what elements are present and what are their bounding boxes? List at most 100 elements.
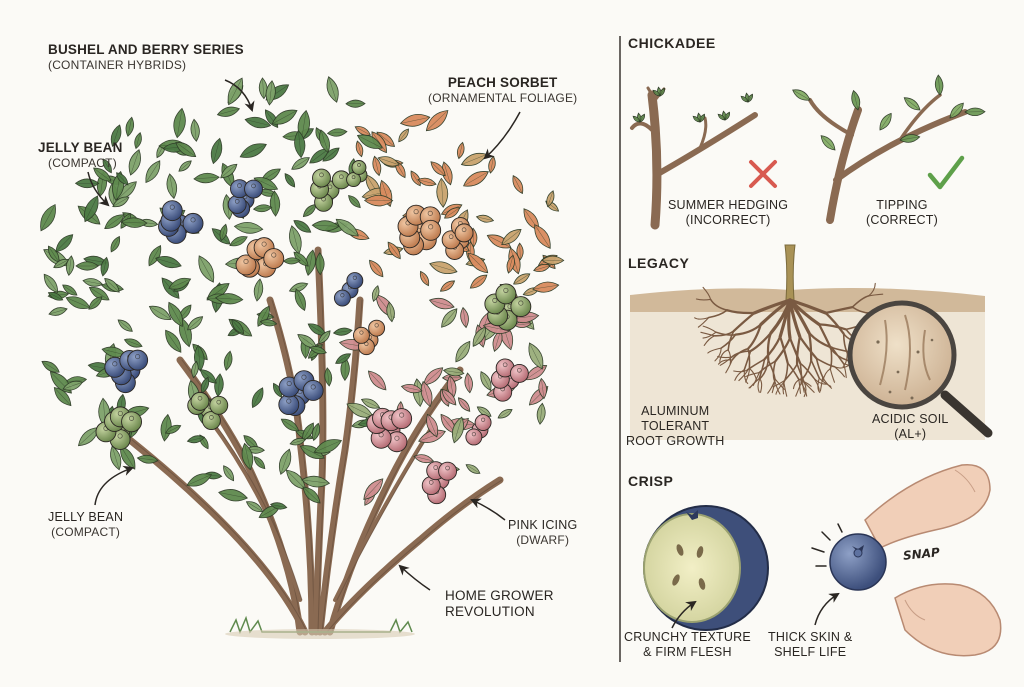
leaf xyxy=(104,214,125,229)
leaf xyxy=(360,398,381,409)
leaf xyxy=(332,327,353,336)
label-aluminum-line3: ROOT GROWTH xyxy=(626,434,725,448)
leaf xyxy=(399,113,431,127)
leaf xyxy=(464,372,473,394)
label-thick-skin: THICK SKIN & SHELF LIFE xyxy=(768,630,852,660)
leaf xyxy=(851,89,861,111)
leaf xyxy=(354,126,371,136)
leaf xyxy=(534,224,551,249)
leaf xyxy=(65,296,91,310)
leaf xyxy=(313,439,343,454)
leaf xyxy=(253,456,266,470)
leaf xyxy=(497,409,513,419)
leaf xyxy=(488,155,496,174)
leaf xyxy=(270,502,288,510)
leaf xyxy=(345,99,366,108)
crisp-panel-art xyxy=(643,463,1002,657)
leaf xyxy=(110,124,122,147)
label-jelly-bean-bottom-subtitle: (COMPACT) xyxy=(51,525,121,539)
leaf xyxy=(244,116,272,129)
leaf xyxy=(102,158,112,174)
leaf xyxy=(456,141,465,160)
leaf xyxy=(355,140,364,158)
leaf xyxy=(165,424,182,434)
leaf xyxy=(148,244,162,267)
berry-cluster xyxy=(490,358,529,402)
berry-cluster xyxy=(278,370,324,417)
berry-cluster xyxy=(346,160,368,188)
leaf xyxy=(77,427,100,447)
soil-surface xyxy=(630,288,985,312)
leaf xyxy=(467,252,489,274)
leaf xyxy=(528,342,544,370)
leaf xyxy=(41,360,60,373)
leaf xyxy=(265,80,276,106)
leaf xyxy=(288,282,309,293)
leaf xyxy=(294,288,306,312)
leaf xyxy=(899,134,921,143)
bush-leaves xyxy=(40,76,565,519)
leaf xyxy=(269,190,281,217)
leaf xyxy=(259,319,278,327)
leaf xyxy=(193,172,220,184)
leaf xyxy=(426,413,439,438)
section-title-chickadee: CHICKADEE xyxy=(628,35,716,51)
berry-cluster xyxy=(366,407,413,453)
leaf xyxy=(311,422,321,442)
leaf xyxy=(533,263,551,272)
summer-hedging-branch xyxy=(630,86,758,230)
chickadee-panel-art xyxy=(630,74,986,230)
label-crunchy-line2: & FIRM FLESH xyxy=(643,645,732,659)
leaf xyxy=(368,370,387,391)
leaf xyxy=(423,367,444,386)
section-title-legacy: LEGACY xyxy=(628,255,690,271)
leaf xyxy=(88,286,110,301)
leaf xyxy=(155,256,182,269)
leaf xyxy=(128,149,141,176)
leaf xyxy=(168,301,184,328)
leaf xyxy=(289,225,302,255)
leaf xyxy=(792,89,811,101)
leaf xyxy=(444,207,461,219)
leaf xyxy=(166,173,178,200)
ground-shadow xyxy=(225,629,415,639)
section-title-crisp: CRISP xyxy=(628,473,674,489)
leaf xyxy=(116,172,129,186)
leaf xyxy=(62,380,83,391)
magnifier-icon xyxy=(847,300,993,438)
leaf xyxy=(245,501,264,513)
leaf xyxy=(231,319,244,335)
leaf xyxy=(546,190,555,208)
leaf xyxy=(289,437,307,446)
leaf xyxy=(120,217,148,228)
arrow-jelly-bean-bottom xyxy=(94,465,134,506)
leaf xyxy=(214,293,244,305)
arrow-bushel-berry xyxy=(224,79,255,113)
root-system xyxy=(694,282,886,398)
leaf xyxy=(326,76,339,103)
arrow-pink-icing xyxy=(470,498,506,521)
leaf xyxy=(428,297,455,310)
leaf xyxy=(469,274,488,289)
label-jelly-bean-top-title: JELLY BEAN xyxy=(38,140,123,155)
leaf xyxy=(65,255,75,277)
leaf xyxy=(186,435,206,444)
leaf xyxy=(229,236,248,247)
leaf xyxy=(175,141,197,157)
leaf xyxy=(458,397,471,412)
leaf xyxy=(417,177,437,187)
leaf xyxy=(506,254,515,274)
leaf xyxy=(309,346,327,355)
leaf xyxy=(74,178,100,189)
leaf xyxy=(324,367,333,387)
berry-cluster xyxy=(158,200,204,244)
leaf xyxy=(110,445,122,471)
leaf xyxy=(372,155,382,177)
leaf xyxy=(210,137,223,165)
label-home-grower-line1: HOME GROWER xyxy=(445,588,554,603)
leaf xyxy=(134,132,142,150)
leaf xyxy=(311,220,340,232)
leaf xyxy=(439,280,456,292)
leaf xyxy=(82,278,104,287)
leaf xyxy=(363,194,394,207)
